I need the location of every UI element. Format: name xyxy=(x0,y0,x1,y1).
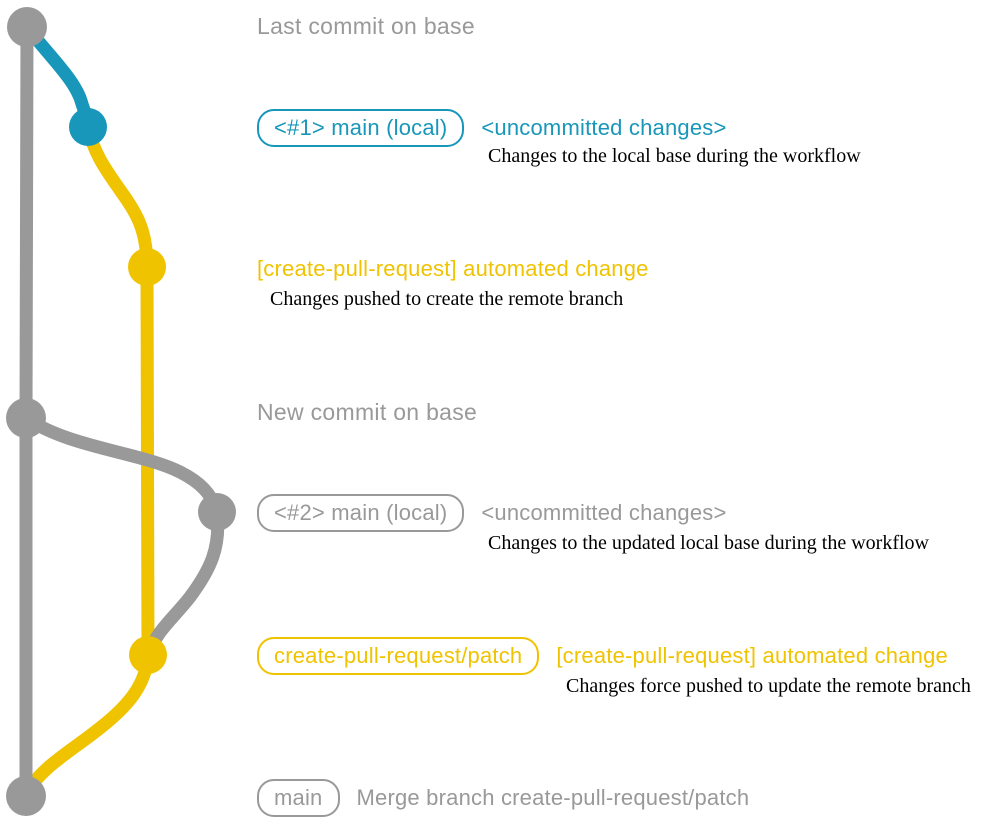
commit-title-merge: Merge branch create-pull-request/patch xyxy=(356,785,750,810)
commit-title-uncommitted-1: <uncommitted changes> xyxy=(481,115,727,140)
branch-pill-create-pull-request-patch: create-pull-request/patch xyxy=(257,637,540,675)
edge-merge-patch-into-main xyxy=(20,648,155,800)
branch-pill-main: main xyxy=(257,779,340,817)
commit-caption-uncommitted-2: Changes to the updated local base during… xyxy=(488,532,929,554)
annotation-merge: main Merge branch create-pull-request/pa… xyxy=(257,779,749,817)
commit-node-automated-change-2 xyxy=(129,636,167,674)
commit-node-automated-change-1 xyxy=(128,248,166,286)
commit-title-uncommitted-2: <uncommitted changes> xyxy=(481,500,727,525)
branch-pill-main-local-2: <#2> main (local) xyxy=(257,494,465,532)
new-commit-label: New commit on base xyxy=(257,399,478,425)
annotation-automated-change-2: create-pull-request/patch [create-pull-r… xyxy=(257,637,971,697)
edge-patch-branch xyxy=(81,120,155,662)
commit-node-local-main-2 xyxy=(198,493,236,531)
commit-node-local-main-1 xyxy=(69,108,107,146)
commit-caption-uncommitted-1: Changes to the local base during the wor… xyxy=(488,145,861,167)
commit-node-merge-commit xyxy=(6,776,46,816)
annotation-new-commit: New commit on base xyxy=(257,399,477,426)
commit-node-new-commit-on-base xyxy=(6,398,46,438)
last-commit-label: Last commit on base xyxy=(257,13,475,39)
edge-uncommitted-changes-2 xyxy=(19,411,224,519)
annotation-local-main-1: <#1> main (local) <uncommitted changes> … xyxy=(257,109,861,167)
edge-rebase-to-patch xyxy=(142,505,225,662)
branch-pill-main-local-1: <#1> main (local) xyxy=(257,109,465,147)
annotation-automated-change-1: [create-pull-request] automated change C… xyxy=(257,256,649,310)
commit-caption-automated-2: Changes force pushed to update the remot… xyxy=(566,675,971,697)
commit-caption-automated-1: Changes pushed to create the remote bran… xyxy=(270,288,624,310)
commit-title-automated-1: [create-pull-request] automated change xyxy=(257,256,649,281)
annotation-local-main-2: <#2> main (local) <uncommitted changes> … xyxy=(257,494,929,554)
commit-node-last-commit-on-base xyxy=(7,7,47,47)
annotation-last-commit: Last commit on base xyxy=(257,13,475,40)
commit-title-automated-2: [create-pull-request] automated change xyxy=(556,643,948,668)
